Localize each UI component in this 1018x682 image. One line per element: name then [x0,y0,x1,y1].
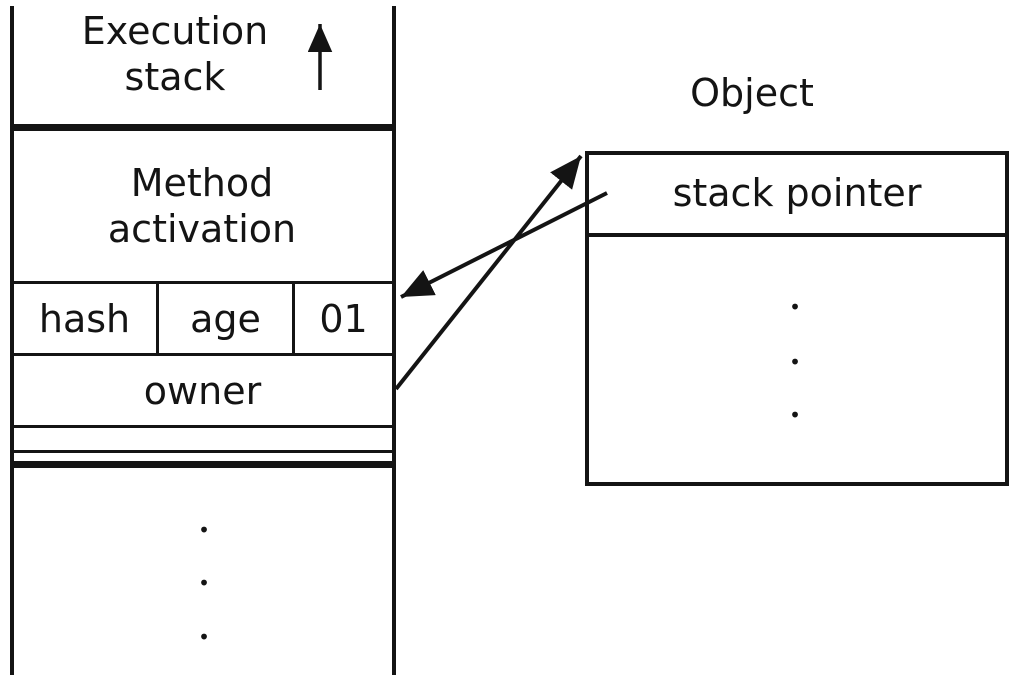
object-ellipsis-dot: • [789,295,801,319]
field-divider-age-01 [292,281,295,356]
field-cell-owner: owner [143,368,262,413]
execution-stack-title: Execution stack [81,9,269,99]
fields-row-top-border [10,281,396,284]
stack-pointer-field: stack pointer [672,170,922,215]
object-box [585,151,1009,486]
field-cell-hash: hash [38,296,131,341]
stack-right-rail [392,6,396,675]
frame-bottom-thick-divider [10,461,396,468]
owner-row-bottom-border [10,425,396,428]
field-divider-hash-age [156,281,159,356]
object-title: Object [690,71,814,115]
stack-top-thick-divider [10,124,396,131]
arrow-stack-pointer-to-frame [400,191,608,299]
stack-ellipsis-dot: • [198,625,210,649]
stack-pointer-row-divider [589,233,1005,237]
object-ellipsis-dot: • [789,350,801,374]
stack-ellipsis-dot: • [198,571,210,595]
field-cell-age: age [190,296,261,341]
fields-row-bottom-border [10,353,396,356]
empty-slot-bottom-border [10,450,396,453]
stack-left-rail [10,6,14,675]
arrow-owner-to-object [394,154,583,391]
field-cell-01: 01 [319,296,368,341]
stack-ellipsis-dot: • [198,518,210,542]
method-activation-label: Method activation [107,161,297,251]
object-ellipsis-dot: • [789,403,801,427]
